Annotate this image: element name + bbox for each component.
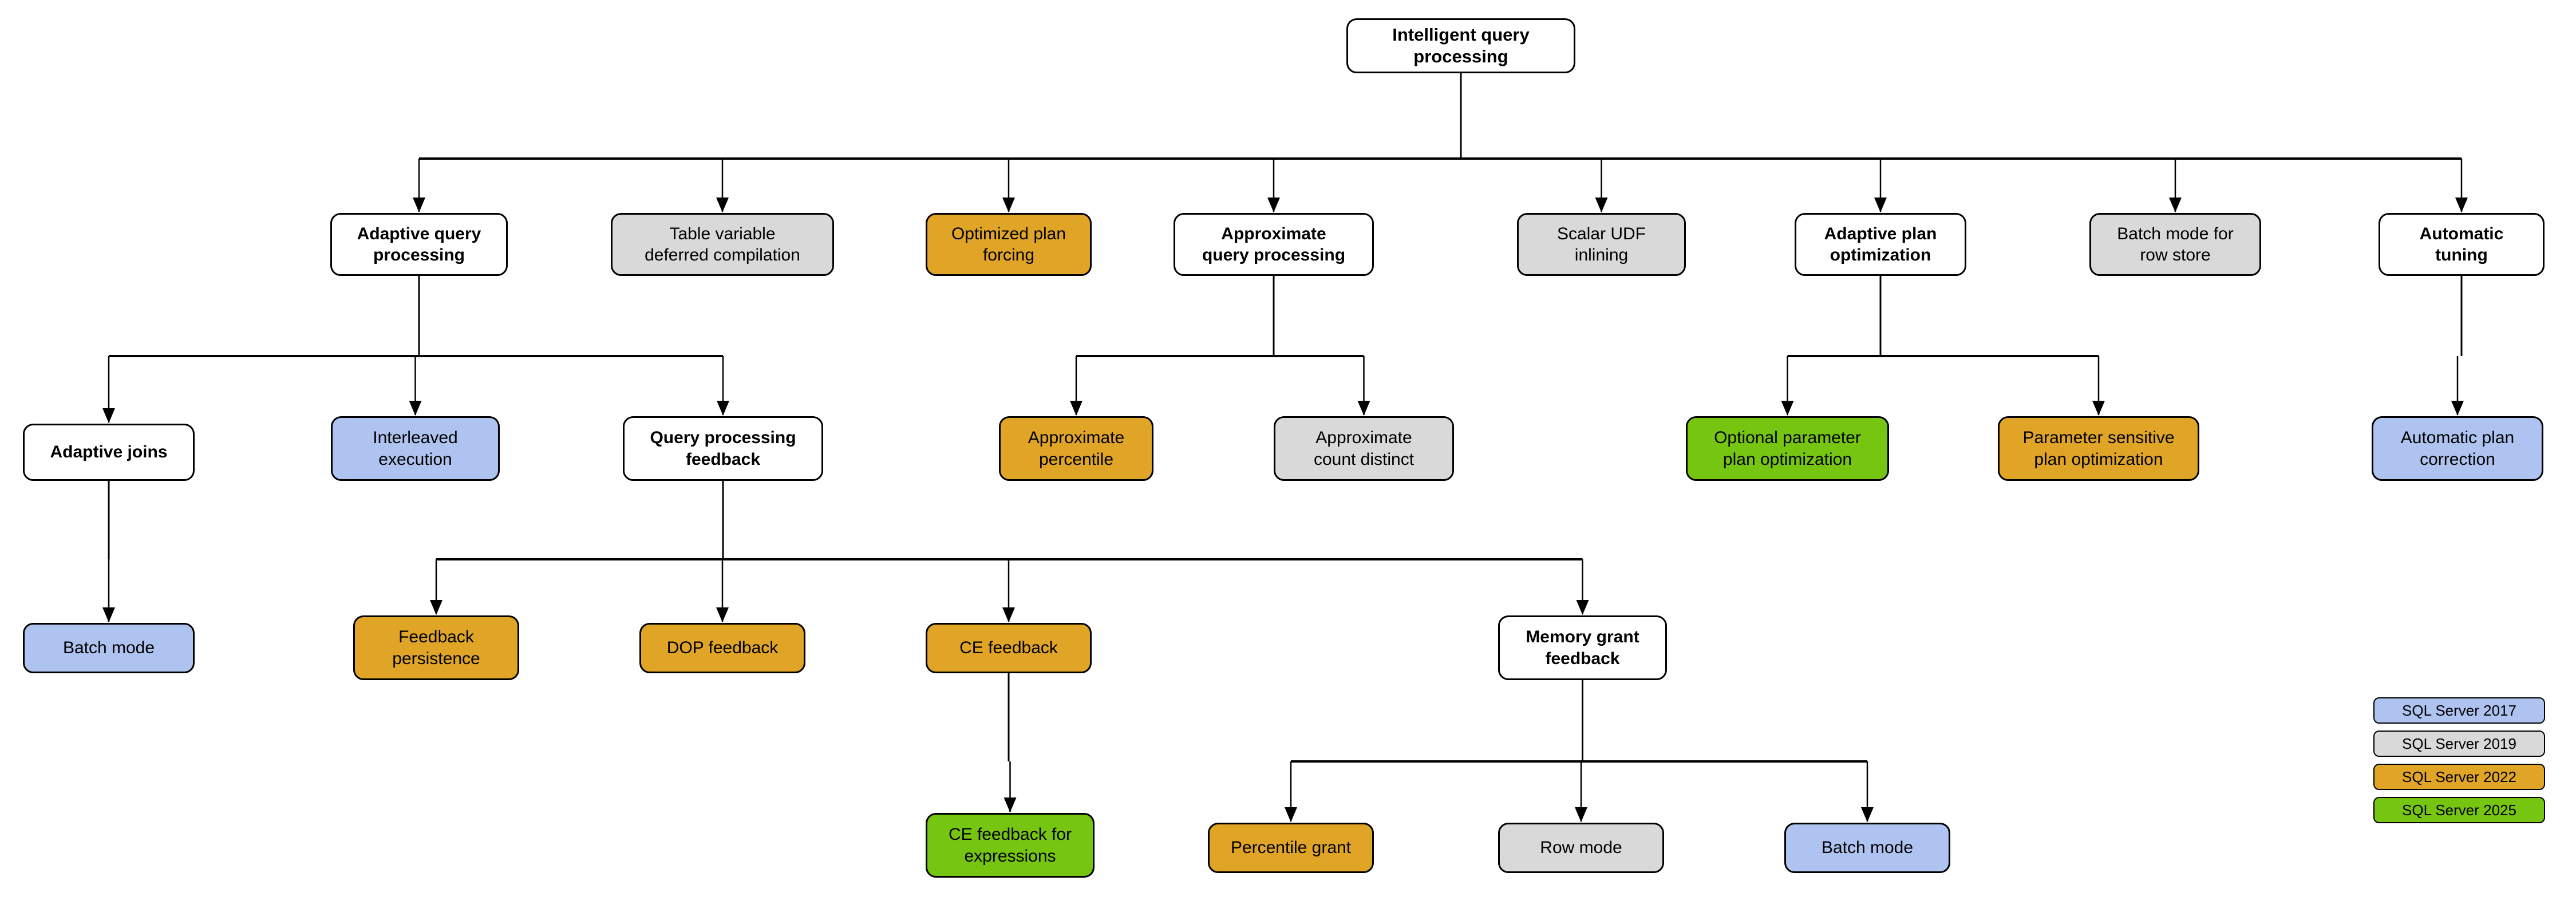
node-at[interactable]: Automatic tuning — [2379, 213, 2545, 276]
node-cef[interactable]: CE feedback — [926, 623, 1092, 673]
node-sudf[interactable]: Scalar UDF inlining — [1517, 213, 1686, 276]
arrowhead-icon — [1267, 198, 1280, 212]
node-pspo[interactable]: Parameter sensitive plan optimization — [1998, 416, 2199, 481]
node-apc[interactable]: Automatic plan correction — [2372, 416, 2543, 481]
arrowhead-icon — [1357, 401, 1370, 416]
arrowhead-icon — [1874, 198, 1887, 212]
arrowhead-icon — [409, 401, 422, 416]
arrowhead-icon — [1003, 797, 1017, 812]
arrowhead-icon — [1285, 807, 1297, 822]
arrowhead-icon — [716, 607, 729, 622]
arrowhead-icon — [1576, 600, 1589, 615]
arrowhead-icon — [1861, 807, 1874, 822]
node-bm1[interactable]: Batch mode — [23, 623, 195, 673]
node-pg[interactable]: Percentile grant — [1208, 823, 1374, 873]
node-apq[interactable]: Approximate query processing — [1174, 213, 1374, 276]
node-rm[interactable]: Row mode — [1498, 823, 1664, 873]
arrowhead-icon — [2169, 198, 2182, 212]
node-ap[interactable]: Approximate percentile — [999, 416, 1153, 481]
arrowhead-icon — [2092, 401, 2105, 416]
arrowhead-icon — [1575, 807, 1587, 822]
arrowhead-icon — [717, 401, 729, 416]
node-mgf[interactable]: Memory grant feedback — [1498, 615, 1667, 680]
arrowhead-icon — [413, 198, 425, 212]
node-cefe[interactable]: CE feedback for expressions — [926, 813, 1095, 878]
node-bm2[interactable]: Batch mode — [1784, 823, 1950, 873]
arrowhead-icon — [430, 600, 442, 615]
legend-item-blue: SQL Server 2017 — [2373, 697, 2545, 724]
arrowhead-icon — [102, 408, 115, 423]
arrowhead-icon — [716, 198, 729, 212]
arrowhead-icon — [2455, 198, 2468, 212]
node-apo[interactable]: Adaptive plan optimization — [1795, 213, 1966, 276]
node-acd[interactable]: Approximate count distinct — [1274, 416, 1454, 481]
arrowhead-icon — [1002, 607, 1015, 622]
arrowhead-icon — [1070, 401, 1082, 416]
node-dopf[interactable]: DOP feedback — [639, 623, 805, 673]
node-oppo[interactable]: Optional parameter plan optimization — [1686, 416, 1889, 481]
arrowhead-icon — [2451, 401, 2464, 416]
node-qpf[interactable]: Query processing feedback — [623, 416, 823, 481]
arrowhead-icon — [1595, 198, 1608, 212]
node-aj[interactable]: Adaptive joins — [23, 424, 195, 481]
legend-item-orange: SQL Server 2022 — [2373, 764, 2545, 790]
legend-item-gray: SQL Server 2019 — [2373, 731, 2545, 757]
node-bmrs[interactable]: Batch mode for row store — [2089, 213, 2261, 276]
node-fp[interactable]: Feedback persistence — [353, 615, 519, 680]
node-opf[interactable]: Optimized plan forcing — [926, 213, 1092, 276]
node-aqp[interactable]: Adaptive query processing — [330, 213, 508, 276]
arrowhead-icon — [102, 607, 115, 622]
node-ie[interactable]: Interleaved execution — [331, 416, 500, 481]
arrowhead-icon — [1781, 401, 1794, 416]
legend-item-green: SQL Server 2025 — [2373, 797, 2545, 823]
node-tvdc[interactable]: Table variable deferred compilation — [611, 213, 834, 276]
node-root[interactable]: Intelligent query processing — [1346, 18, 1575, 73]
arrowhead-icon — [1002, 198, 1015, 212]
